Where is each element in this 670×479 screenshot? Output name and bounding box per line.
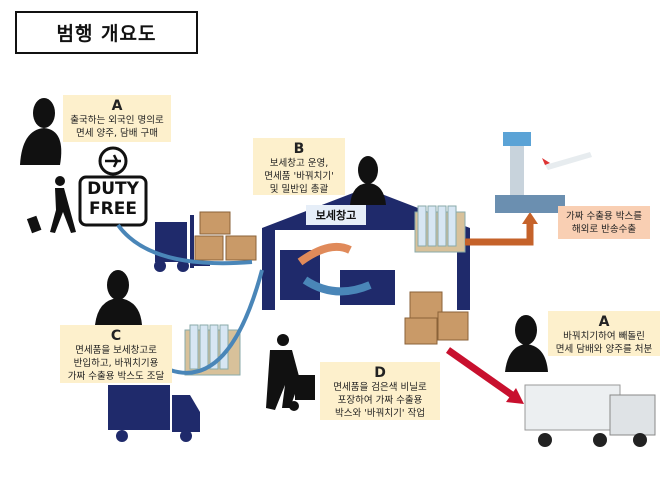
note-line: 및 밀반입 총괄 (269, 184, 329, 195)
person-a-right-silhouette (505, 315, 548, 372)
boxes-2 (404, 291, 469, 345)
note-line: 해외로 반송수출 (571, 224, 637, 235)
note-b-warehouse: B 보세창고 운영, 면세품 '바꿔치기' 및 밀반입 총괄 (253, 138, 345, 195)
note-line: 바꿔치기하여 빼돌린 (563, 331, 645, 342)
note-line: 포장하여 가짜 수출용 (337, 395, 423, 406)
note-line: 면세 담배와 양주를 처분 (555, 344, 653, 355)
note-a-disposal: A 바꿔치기하여 빼돌린 면세 담배와 양주를 처분 (548, 311, 660, 356)
note-export: 가짜 수출용 박스를 해외로 반송수출 (558, 206, 650, 239)
water-pack-1 (414, 205, 466, 253)
note-tag: C (110, 328, 122, 344)
duty-free-sign: DUTY FREE (82, 179, 144, 219)
delivery-truck-icon (108, 385, 200, 442)
note-line: 반입하고, 바꿔치기용 (73, 358, 159, 369)
note-line: 면세품 '바꿔치기' (264, 171, 334, 182)
duty-free-line2: FREE (89, 199, 137, 219)
note-line: 보세창고 운영, (269, 158, 329, 169)
worker-dolly-icon (266, 334, 315, 411)
note-tag: A (598, 314, 610, 330)
page-title: 범행 개요도 (15, 11, 198, 54)
semi-truck-icon (524, 384, 656, 447)
export-arrow (465, 222, 534, 246)
person-a-silhouette (20, 98, 62, 165)
note-line: 면세품을 보세창고로 (75, 345, 157, 356)
note-line: 면세 양주, 담배 구매 (76, 128, 158, 139)
note-line: 가짜 수출용 박스를 (566, 211, 642, 222)
disposal-arrow (445, 347, 515, 398)
duty-free-icon (78, 146, 148, 227)
traveler-icon (26, 176, 76, 234)
note-d-swap: D 면세품을 검은색 비닐로 포장하여 가짜 수출용 박스와 '바꿔치기' 작업 (320, 362, 440, 420)
note-line: 박스와 '바꿔치기' 작업 (335, 408, 425, 419)
note-line: 가짜 수출용 박스도 조달 (67, 371, 165, 382)
duty-free-line1: DUTY (87, 179, 139, 199)
inbound-arrow (169, 269, 264, 375)
note-line: 출국하는 외국인 명의로 (70, 115, 164, 126)
warehouse-label: 보세창고 (306, 205, 366, 225)
note-line: 면세품을 검은색 비닐로 (333, 382, 427, 393)
person-b-silhouette (350, 156, 386, 205)
boxes-1 (194, 211, 257, 261)
note-a-purchase: A 출국하는 외국인 명의로 면세 양주, 담배 구매 (63, 95, 171, 142)
note-tag: D (374, 365, 386, 381)
note-tag: B (293, 141, 305, 157)
airport-icon (495, 132, 592, 213)
note-c-inbound: C 면세품을 보세창고로 반입하고, 바꿔치기용 가짜 수출용 박스도 조달 (60, 325, 172, 383)
note-tag: A (111, 98, 123, 114)
water-pack-2 (184, 324, 241, 376)
purchase-arrow (116, 223, 253, 266)
person-c-silhouette (95, 270, 142, 325)
